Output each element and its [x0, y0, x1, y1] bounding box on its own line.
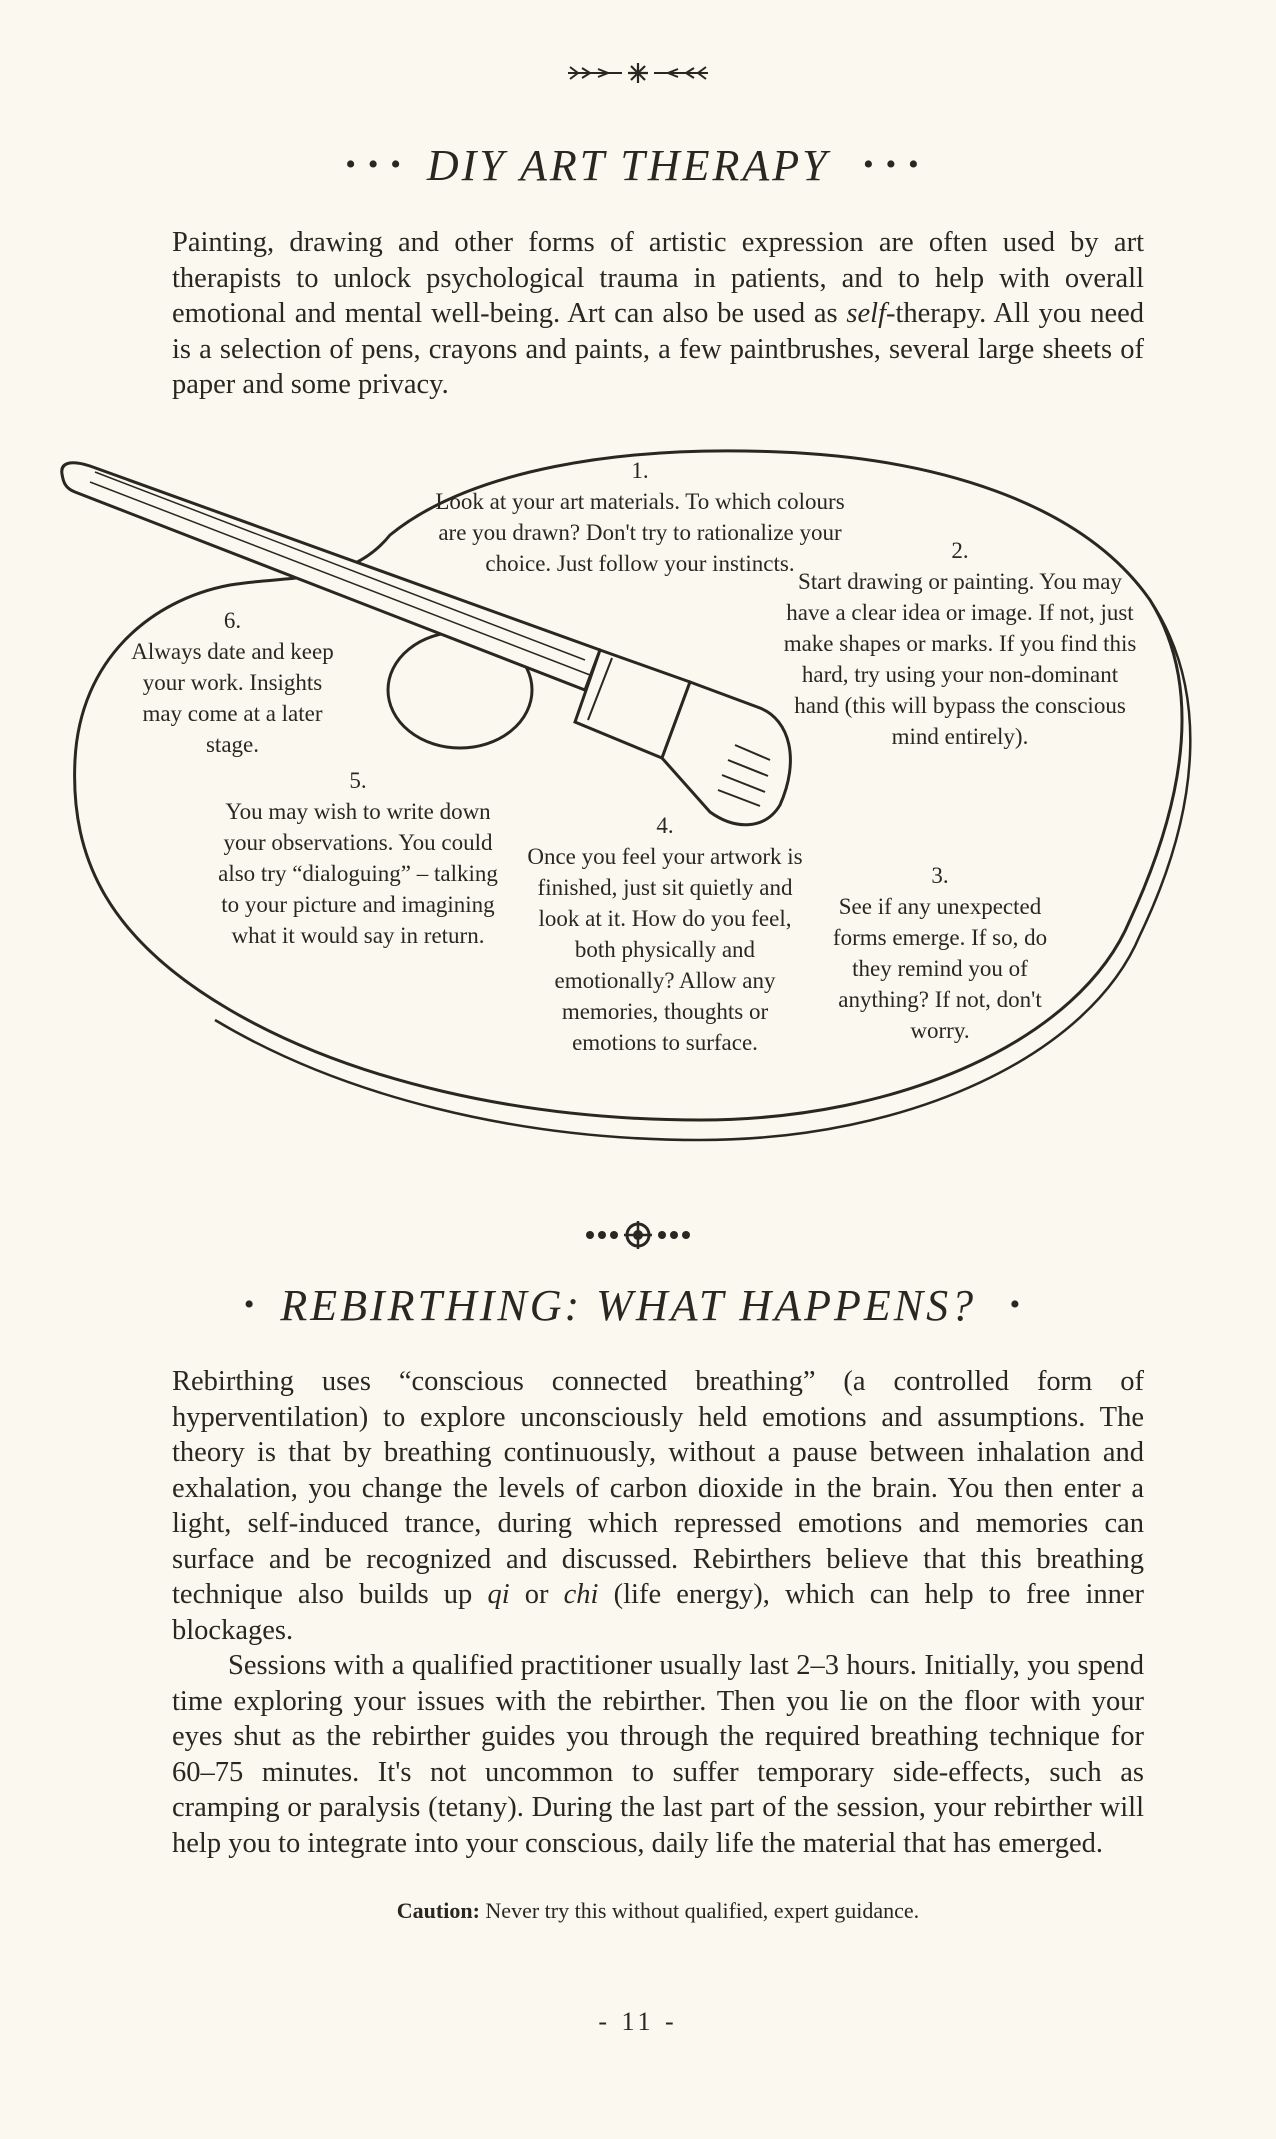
- p1-text-b: (life energy), which can help to free in…: [172, 1579, 1145, 1646]
- intro-text-a: Painting, drawing and other forms of art…: [172, 227, 1144, 329]
- section-title: REBIRTHING: WHAT HAPPENS?: [280, 1281, 977, 1330]
- step-6: 6. Always date and keep your work. Insig…: [130, 605, 335, 760]
- page-number: - 11 -: [598, 2007, 678, 2036]
- step-2: 2. Start drawing or painting. You may ha…: [780, 535, 1140, 752]
- step-number: 6.: [223, 608, 242, 633]
- step-number: 5.: [349, 768, 367, 793]
- p1-italic-chi: chi: [563, 1579, 599, 1610]
- section-title: DIY ART THERAPY: [426, 141, 830, 190]
- palette-edge: [214, 599, 1192, 1142]
- rebirthing-paragraph-2: Sessions with a qualified practitioner u…: [172, 1650, 1144, 1859]
- paintbrush-icon: [60, 461, 792, 827]
- step-number: 3.: [931, 863, 949, 888]
- bullet-left: •: [243, 1288, 267, 1321]
- section-heading-rebirthing: • REBIRTHING: WHAT HAPPENS? •: [0, 1280, 1276, 1331]
- step-5: 5. You may wish to write down your obser…: [208, 765, 508, 951]
- step-number: 2.: [951, 538, 969, 563]
- bullet-right: •: [990, 1288, 1033, 1321]
- intro-text-italic: self: [846, 298, 886, 329]
- p1-text-or: or: [509, 1579, 564, 1610]
- step-3: 3. See if any unexpected forms emerge. I…: [820, 860, 1060, 1046]
- step-text: You may wish to write down your observat…: [218, 799, 498, 948]
- step-1: 1. Look at your art materials. To which …: [420, 455, 860, 579]
- step-number: 1.: [631, 458, 649, 483]
- step-text: See if any unexpected forms emerge. If s…: [832, 894, 1048, 1043]
- rebirthing-paragraph-1: Rebirthing uses “conscious connected bre…: [172, 1364, 1144, 1648]
- section-heading-art-therapy: ••• DIY ART THERAPY •••: [0, 140, 1276, 191]
- p1-italic-qi: qi: [487, 1579, 510, 1610]
- palette-illustration: [60, 449, 1192, 1142]
- step-number: 4.: [656, 813, 674, 838]
- top-ornament-icon: [0, 58, 1276, 93]
- step-4: 4. Once you feel your artwork is finishe…: [520, 810, 810, 1058]
- bullets-left: •••: [345, 148, 413, 181]
- mid-ornament-icon: [0, 1220, 1276, 1255]
- p1-text-a: Rebirthing uses “conscious connected bre…: [172, 1366, 1144, 1610]
- caution-text: Never try this without qualified, expert…: [479, 1898, 920, 1923]
- step-text: Always date and keep your work. Insights…: [131, 639, 334, 757]
- step-text: Look at your art materials. To which col…: [435, 489, 845, 576]
- bullets-right: •••: [843, 148, 931, 181]
- caution-label: Caution:: [396, 1898, 480, 1923]
- caution-note: Caution: Never try this without qualifie…: [172, 1898, 1144, 1924]
- palette-outline: [73, 449, 1184, 1122]
- intro-text-b: -therapy. All you need is a selection of…: [172, 298, 1144, 400]
- step-text: Start drawing or painting. You may have …: [783, 569, 1137, 749]
- step-text: Once you feel your artwork is finished, …: [527, 844, 803, 1055]
- intro-paragraph: Painting, drawing and other forms of art…: [172, 225, 1144, 403]
